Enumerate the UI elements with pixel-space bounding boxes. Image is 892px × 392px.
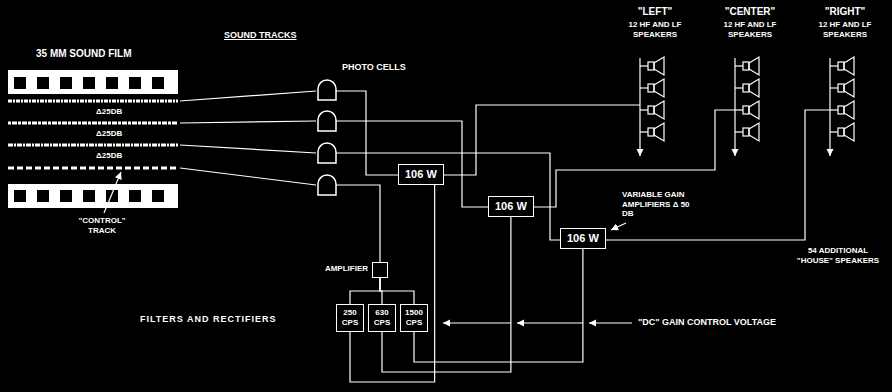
speaker-cone: [654, 123, 664, 141]
speaker-bank: [735, 57, 759, 156]
amplifier-note: VARIABLE GAIN AMPLIFIERS Δ 50 DB: [622, 190, 702, 219]
connector: [414, 249, 583, 362]
speaker-magnet: [838, 128, 844, 136]
speaker-cone: [749, 123, 759, 141]
channel-label: "CENTER": [715, 6, 785, 18]
track-range: Δ25DB: [96, 151, 122, 161]
speaker-bus: [639, 58, 640, 156]
control-amplifier: AMPLIFIER: [372, 262, 388, 278]
speaker-magnet: [648, 84, 654, 92]
speaker-count: 12 HF AND LF SPEAKERS: [810, 20, 880, 39]
speaker-magnet: [648, 106, 654, 114]
speaker-lead: [830, 65, 838, 66]
speaker-lead: [735, 109, 743, 110]
filters-label: FILTERS AND RECTIFIERS: [140, 314, 277, 325]
speaker-lead: [735, 87, 743, 88]
channel-label: "LEFT": [620, 6, 690, 18]
speaker-cone: [844, 57, 854, 75]
speaker-cone: [654, 57, 664, 75]
speaker-cone: [654, 79, 664, 97]
speaker-lead: [830, 131, 838, 132]
variable-gain-amplifier: 106 W: [398, 164, 444, 185]
track-range: Δ25DB: [96, 129, 122, 139]
speaker-cone: [749, 101, 759, 119]
node-text: 250 CPS: [342, 308, 358, 328]
speaker-cone: [654, 101, 664, 119]
speaker-lead: [830, 87, 838, 88]
speaker-lead: [640, 87, 648, 88]
speaker-lead: [640, 131, 648, 132]
speaker-magnet: [648, 128, 654, 136]
node-text: 106 W: [495, 200, 527, 213]
speaker-magnet: [743, 106, 749, 114]
speaker-cone: [844, 101, 854, 119]
film-label: 35 MM SOUND FILM: [36, 48, 132, 60]
speaker-magnet: [743, 128, 749, 136]
connector: [350, 185, 435, 382]
speaker-bus: [734, 58, 735, 156]
speaker-cone: [844, 79, 854, 97]
wires: [180, 91, 830, 262]
film-strip: [8, 70, 178, 208]
speaker-magnet: [838, 106, 844, 114]
control-voltage-label: "DC" GAIN CONTROL VOLTAGE: [638, 317, 776, 328]
control-track-label: "CONTROL" TRACK: [70, 216, 134, 235]
variable-gain-amplifier: 106 W: [488, 196, 534, 217]
speaker-bank: [640, 57, 664, 156]
photocell-label: PHOTO CELLS: [342, 62, 406, 73]
speaker-magnet: [838, 62, 844, 70]
speaker-magnet: [743, 62, 749, 70]
speaker-lead: [735, 65, 743, 66]
speaker-count: 12 HF AND LF SPEAKERS: [620, 20, 690, 39]
variable-gain-amplifier: 106 W: [560, 228, 606, 249]
speaker-magnet: [648, 62, 654, 70]
track-range: Δ25DB: [96, 107, 122, 117]
speaker-lead: [640, 65, 648, 66]
connector: [382, 217, 511, 372]
speaker-cone: [844, 123, 854, 141]
perforations: [14, 77, 164, 202]
connector: [380, 278, 414, 304]
speaker-bus: [829, 58, 830, 156]
node-text: 1500 CPS: [405, 308, 423, 328]
speaker-bank: [830, 57, 854, 156]
node-text: AMPLIFIER: [325, 264, 368, 274]
speaker-lead: [830, 109, 838, 110]
speaker-banks: [640, 57, 854, 156]
speaker-count: 12 HF AND LF SPEAKERS: [715, 20, 785, 39]
node-text: 630 CPS: [374, 308, 390, 328]
speaker-magnet: [743, 84, 749, 92]
speaker-lead: [735, 131, 743, 132]
channel-label: "RIGHT": [810, 6, 880, 18]
leader-arrows: [104, 172, 632, 323]
filter-rectifier: 630 CPS: [368, 304, 396, 332]
node-text: 106 W: [567, 232, 599, 245]
sound-tracks: [8, 101, 178, 168]
node-text: 106 W: [405, 168, 437, 181]
speaker-cone: [749, 79, 759, 97]
filter-rectifier: 1500 CPS: [400, 304, 428, 332]
connector: [350, 278, 380, 304]
speaker-cone: [749, 57, 759, 75]
speaker-lead: [640, 109, 648, 110]
speaker-magnet: [838, 84, 844, 92]
house-speakers-note: 54 ADDITIONAL "HOUSE" SPEAKERS: [790, 246, 886, 265]
tracks-label: SOUND TRACKS: [224, 30, 297, 41]
filter-rectifier: 250 CPS: [336, 304, 364, 332]
photo-cells: [318, 80, 336, 195]
